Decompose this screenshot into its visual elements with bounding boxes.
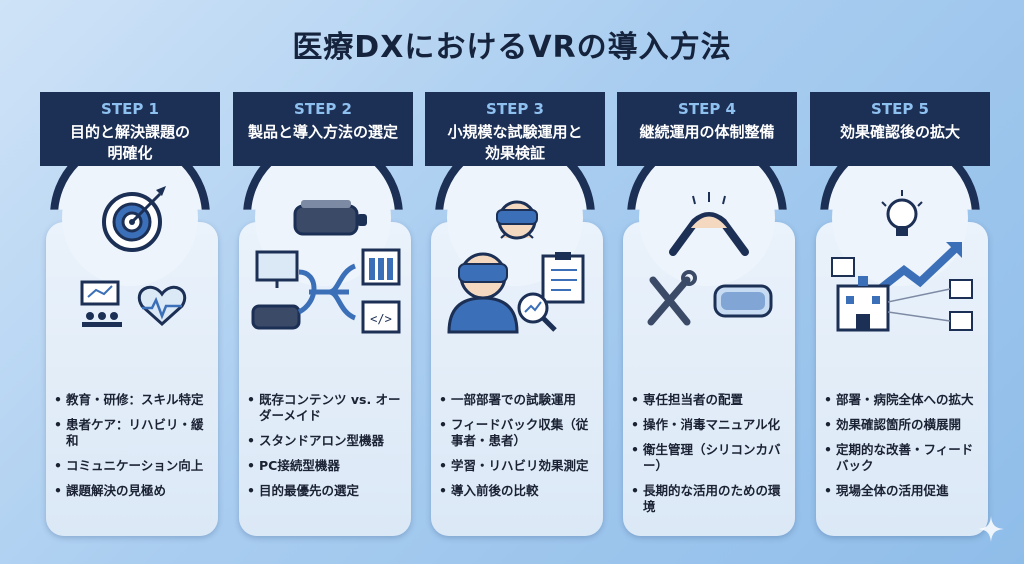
step-5-column: STEP 5 効果確認後の拡大 部署・病院全: [810, 92, 990, 538]
step-5-bullet: 効果確認箇所の横展開: [824, 417, 984, 433]
step-4-header: STEP 4 継続運用の体制整備: [617, 92, 797, 166]
step-4-bullet: 操作・消毒マニュアル化: [631, 417, 791, 433]
sparkle-icon: [978, 516, 1004, 542]
handshake-icon: [669, 192, 749, 256]
hospital-network-icon: [831, 257, 973, 332]
step-3-bullet: フィードバック収集（従事者・患者）: [439, 417, 599, 449]
library-icon: [361, 248, 401, 286]
step-1-bullet: コミュニケーション向上: [54, 458, 214, 474]
step-3-illustration: [447, 200, 585, 334]
page-title: 医療DXにおけるVRの導入方法: [292, 30, 732, 65]
target-icon: [102, 186, 166, 252]
step-4-bullet: 長期的な活用のための環境: [631, 483, 791, 515]
step-1-label: STEP 1: [101, 100, 159, 118]
step-1-title: 目的と解決課題の 明確化: [69, 123, 190, 162]
step-3-bullet: 一部部署での試験運用: [439, 392, 599, 408]
step-5-label: STEP 5: [871, 100, 929, 118]
step-2-bullets: 既存コンテンツ vs. オーダーメイド スタンドアロン型機器 PC接続型機器 目…: [247, 392, 407, 508]
step-3-bullets: 一部部署での試験運用 フィードバック収集（従事者・患者） 学習・リハビリ効果測定…: [439, 392, 599, 508]
growth-arrow-icon: [873, 242, 962, 296]
step-2-header: STEP 2 製品と導入方法の選定: [233, 92, 413, 166]
step-2-bullet: 目的最優先の選定: [247, 483, 407, 499]
step-2-title: 製品と導入方法の選定: [247, 123, 398, 141]
vr-user-icon: [496, 200, 538, 240]
step-5-bullet: 部署・病院全体への拡大: [824, 392, 984, 408]
magnifier-chart-icon: [517, 292, 557, 332]
monitor-icon: [255, 250, 299, 288]
lightbulb-icon: [881, 190, 923, 236]
step-5-header: STEP 5 効果確認後の拡大: [810, 92, 990, 166]
step-1-bullet: 教育・研修：スキル特定: [54, 392, 214, 408]
step-4-bullet: 専任担当者の配置: [631, 392, 791, 408]
step-3-label: STEP 3: [486, 100, 544, 118]
code-window-icon: </>: [361, 300, 401, 334]
heart-pulse-icon: [138, 285, 186, 327]
step-1-bullet: 患者ケア：リハビリ・緩和: [54, 417, 214, 449]
step-5-title: 効果確認後の拡大: [839, 123, 960, 141]
step-5-bullet: 現場全体の活用促進: [824, 483, 984, 499]
step-2-bullet: スタンドアロン型機器: [247, 433, 407, 449]
step-1-bullet: 課題解決の見極め: [54, 483, 214, 499]
step-3-header: STEP 3 小規模な試験運用と 効果検証: [425, 92, 605, 166]
step-1-illustration: [80, 186, 186, 327]
tools-icon: [647, 270, 697, 326]
step-3-bullet: 導入前後の比較: [439, 483, 599, 499]
vr-headset-icon: [293, 200, 367, 236]
step-4-illustration: [647, 192, 773, 326]
step-1-bullets: 教育・研修：スキル特定 患者ケア：リハビリ・緩和 コミュニケーション向上 課題解…: [54, 392, 214, 508]
step-2-label: STEP 2: [294, 100, 352, 118]
step-3-bullet: 学習・リハビリ効果測定: [439, 458, 599, 474]
step-2-illustration: </>: [251, 200, 401, 334]
step-4-column: STEP 4 継続運用の体制整備 専任担当者の配置 操作・消毒マニュアル化 衛生…: [617, 92, 797, 538]
step-1-column: STEP 1 目的と解決課題の 明確化 教育・研修：スキル特定 患者ケア：リハ: [40, 92, 220, 538]
step-4-bullet: 衛生管理（シリコンカバー）: [631, 442, 791, 474]
step-1-header: STEP 1 目的と解決課題の 明確化: [40, 92, 220, 166]
step-3-title: 小規模な試験運用と 効果検証: [447, 123, 583, 162]
step-2-bullet: PC接続型機器: [247, 458, 407, 474]
step-2-bullet: 既存コンテンツ vs. オーダーメイド: [247, 392, 407, 424]
step-5-illustration: [831, 190, 973, 332]
classroom-icon: [80, 280, 122, 327]
checklist-icon: [541, 252, 585, 304]
step-5-bullet: 定期的な改善・フィードバック: [824, 442, 984, 474]
vr-headset-icon: [251, 304, 301, 330]
step-4-label: STEP 4: [678, 100, 736, 118]
step-3-column: STEP 3 小規模な試験運用と 効果検証 一部部署での試験運用: [425, 92, 605, 538]
svg-text:</>: </>: [370, 312, 392, 326]
step-2-column: STEP 2 製品と導入方法の選定 </> 既存コンテンツ vs.: [233, 92, 413, 538]
step-5-bullets: 部署・病院全体への拡大 効果確認箇所の横展開 定期的な改善・フィードバック 現場…: [824, 392, 984, 508]
step-4-bullets: 専任担当者の配置 操作・消毒マニュアル化 衛生管理（シリコンカバー） 長期的な活…: [631, 392, 791, 524]
vr-headset-icon: [713, 284, 773, 318]
vr-user-icon: [447, 252, 519, 334]
step-4-title: 継続運用の体制整備: [639, 123, 775, 141]
